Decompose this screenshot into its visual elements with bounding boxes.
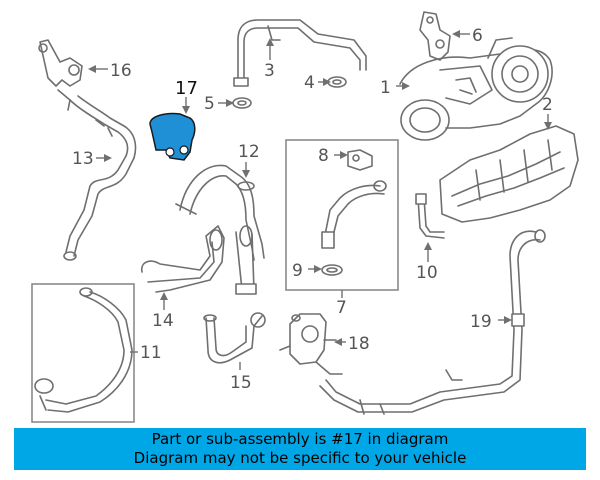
part-6-bracket — [419, 11, 451, 61]
part-1-turbocharger — [399, 37, 553, 141]
part-10-pipe — [415, 193, 445, 239]
callout-15: 15 — [230, 373, 252, 393]
part-16-bracket — [38, 39, 83, 111]
part-14-pipe — [140, 225, 257, 295]
callout-17: 17 — [175, 78, 198, 99]
callout-1: 1 — [380, 78, 391, 98]
part-15-pipe — [203, 312, 266, 364]
parts-diagram: 16 17 3 5 4 6 1 2 13 12 8 9 7 10 11 14 1… — [31, 11, 579, 423]
callout-6: 6 — [472, 26, 483, 46]
banner-line-1: Part or sub-assembly is #17 in diagram — [151, 430, 449, 448]
banner-line-2: Diagram may not be specific to your vehi… — [133, 449, 467, 467]
callout-5: 5 — [204, 94, 215, 114]
callout-12: 12 — [238, 142, 260, 162]
part-12-hose — [175, 164, 265, 261]
callout-7: 7 — [336, 298, 347, 318]
callout-9: 9 — [292, 261, 303, 281]
part-17-highlighted — [149, 112, 196, 161]
callout-13: 13 — [72, 149, 94, 169]
part-18-valve — [279, 313, 343, 375]
callout-11: 11 — [140, 343, 162, 363]
callout-18: 18 — [348, 334, 370, 354]
callout-10: 10 — [416, 263, 438, 283]
box-11-group — [31, 283, 135, 423]
part-5-washer — [232, 97, 252, 109]
part-13-pipe — [63, 95, 137, 261]
part-19-pipe — [319, 229, 546, 415]
callout-19: 19 — [470, 312, 492, 332]
callout-4: 4 — [304, 73, 315, 93]
callout-3: 3 — [264, 61, 275, 81]
callout-8: 8 — [318, 146, 329, 166]
callout-16: 16 — [110, 61, 132, 81]
callout-2: 2 — [542, 95, 553, 115]
part-3-pipe — [233, 19, 367, 87]
info-banner: Part or sub-assembly is #17 in diagram D… — [14, 428, 586, 470]
leader-lines — [88, 30, 552, 370]
callout-14: 14 — [152, 311, 174, 331]
part-2-manifold — [439, 125, 579, 223]
